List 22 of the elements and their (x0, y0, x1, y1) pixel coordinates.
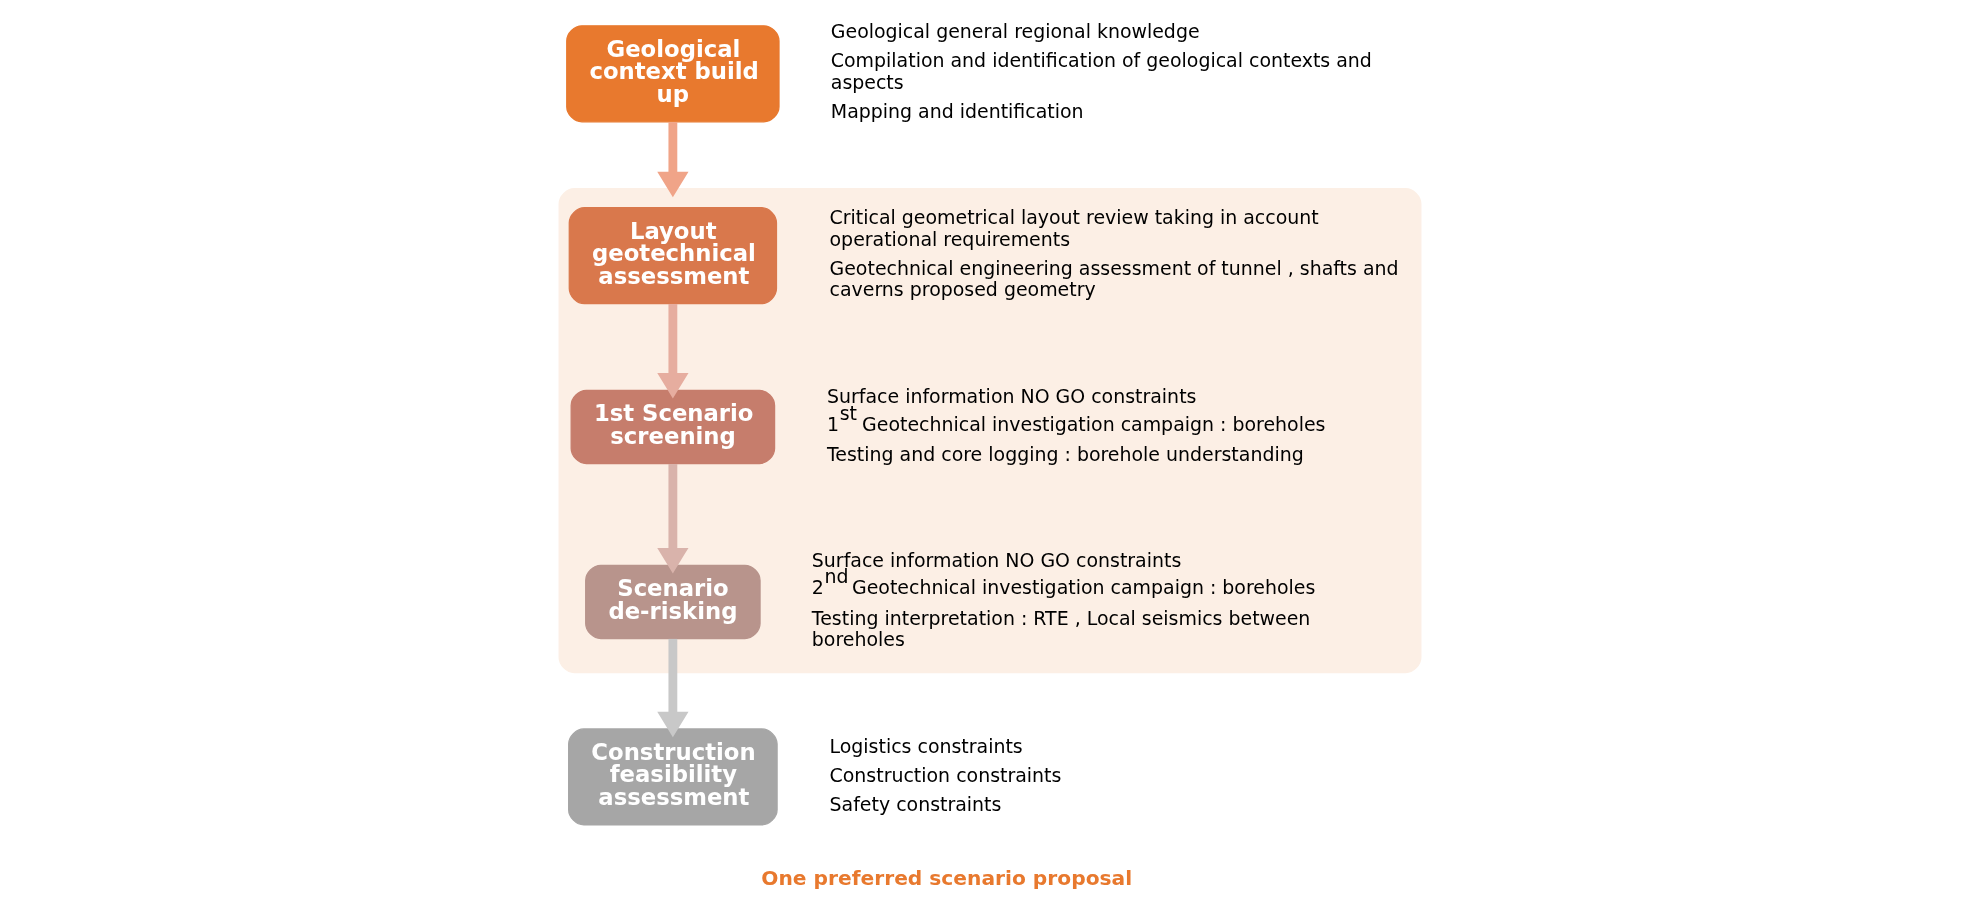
node-box: Construction feasibility assessment (567, 728, 778, 826)
arrow (656, 122, 688, 198)
node-label: Construction constraints (829, 763, 1061, 786)
node-label: Logistics constraints (829, 734, 1023, 757)
node-box: Geological context build up (565, 25, 780, 123)
node-label: Safety constraints (829, 793, 1001, 815)
node-label: Testing and core logging : borehole understanding (826, 443, 1304, 466)
node-box: Scenario de-risking (584, 564, 761, 640)
node-label: Mapping and identification (830, 100, 1084, 122)
cluster (558, 188, 1421, 674)
node-label: Compilation and identification of geological contexts and aspects (830, 49, 1372, 93)
label: One preferred scenario proposal (760, 865, 1132, 890)
node-box: Layout geotechnical assessment (568, 207, 777, 305)
node-label: Critical geometrical layout review taking in account operational requirements (829, 206, 1319, 250)
node-label: Geotechnical engineering assessment of tunnel , shafts and caverns proposed geometry (829, 256, 1399, 301)
arrow (656, 463, 688, 574)
node-box: 1st Scenario screening (570, 389, 775, 465)
node-label: Testing interpretation : RTE , Local seismics between boreholes (811, 606, 1310, 651)
arrow (656, 303, 688, 399)
node-label: Surface information NO GO constraints (826, 384, 1196, 407)
node-label: Geological general regional knowledge (830, 20, 1200, 43)
arrow (656, 638, 688, 738)
